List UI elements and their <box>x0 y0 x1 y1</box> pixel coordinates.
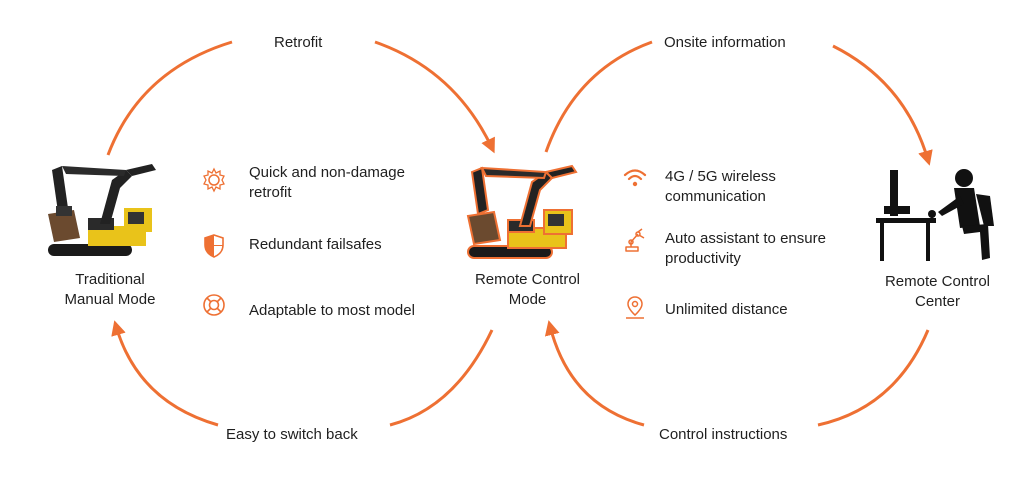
node-label-traditional: Traditional Manual Mode <box>64 271 156 308</box>
node-label-center: Remote Control Center <box>884 273 991 310</box>
shield-icon <box>204 234 224 258</box>
feature-right-1: 4G / 5G wireless communication <box>665 168 776 205</box>
excavator-icon <box>48 164 156 256</box>
arc-switch-right <box>389 329 494 427</box>
arc-onsite-left <box>544 40 653 153</box>
arc-control-left <box>544 320 645 427</box>
arc-retrofit-right <box>374 40 495 154</box>
arc-control-right <box>817 329 930 427</box>
robot-arm-icon <box>625 228 645 252</box>
feature-right-2: Auto assistant to ensure productivity <box>665 230 826 267</box>
arrow-label-switch-back: Easy to switch back <box>226 426 358 443</box>
operator-desk-icon <box>876 169 994 261</box>
arrow-label-onsite: Onsite information <box>664 34 786 51</box>
feature-left-1: Quick and non-damage retrofit <box>249 164 405 201</box>
arc-switch-left <box>111 320 219 427</box>
excavator-icon <box>466 164 578 259</box>
lifebuoy-icon <box>203 294 225 316</box>
location-pin-icon <box>626 296 644 319</box>
arrow-label-control: Control instructions <box>659 426 788 443</box>
feature-left-3: Adaptable to most model <box>249 302 415 319</box>
arrow-label-retrofit: Retrofit <box>274 34 323 51</box>
wifi-icon <box>623 169 647 187</box>
gear-icon <box>203 167 225 193</box>
node-label-remote: Remote Control Mode <box>474 271 581 308</box>
feature-right-3: Unlimited distance <box>665 301 788 318</box>
arc-onsite-right <box>832 44 933 166</box>
arc-retrofit-left <box>106 40 233 156</box>
feature-left-2: Redundant failsafes <box>249 236 382 253</box>
